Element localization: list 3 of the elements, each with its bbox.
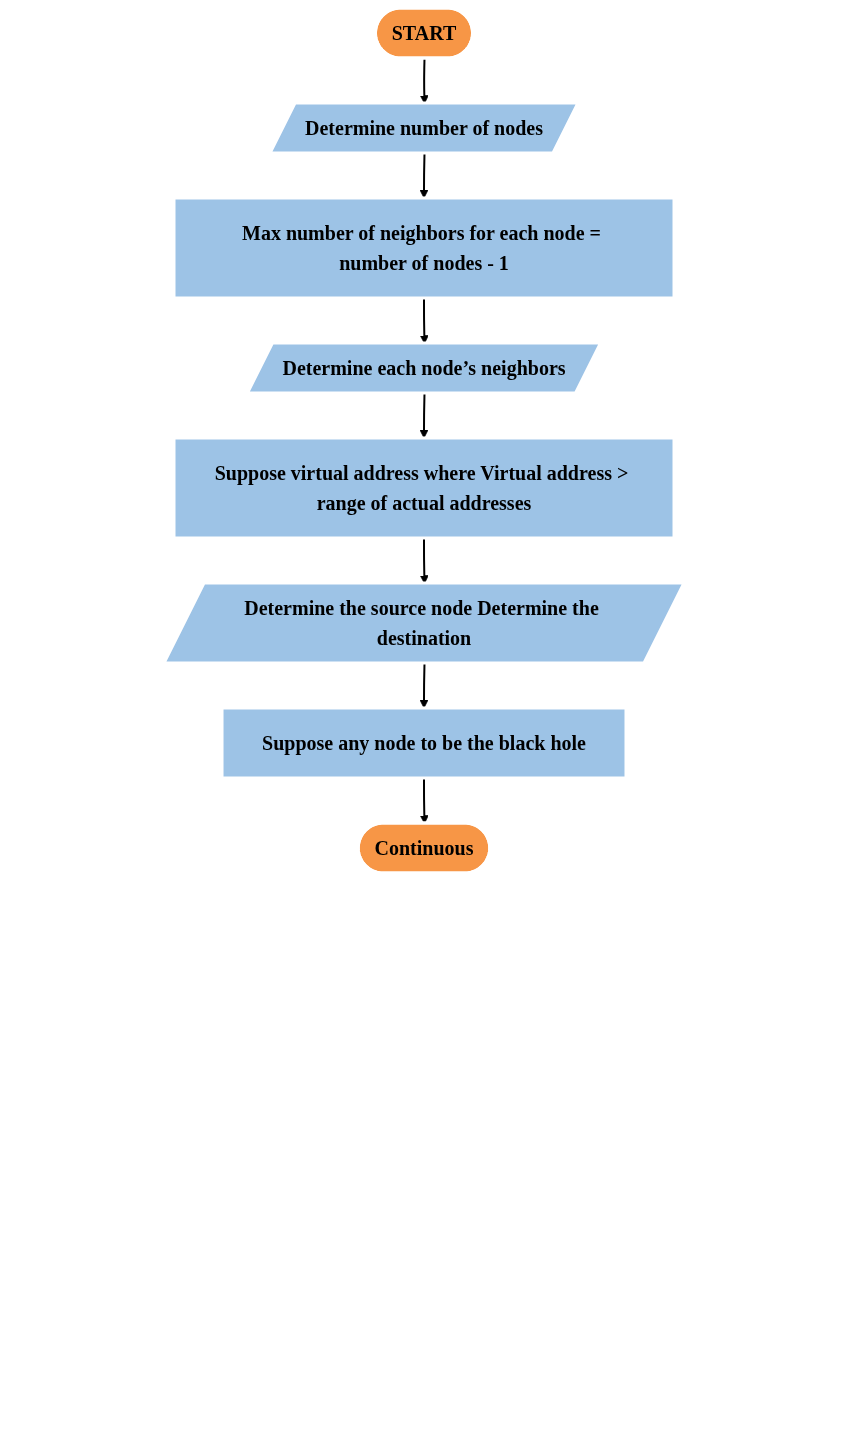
node-box: Suppose any node to be the black hole [220, 706, 627, 780]
node-box: Max number of neighbors for each node = number of nodes - 1 [172, 196, 675, 300]
node-box: Suppose virtual address where Virtual address > range of actual addresses [172, 436, 675, 540]
